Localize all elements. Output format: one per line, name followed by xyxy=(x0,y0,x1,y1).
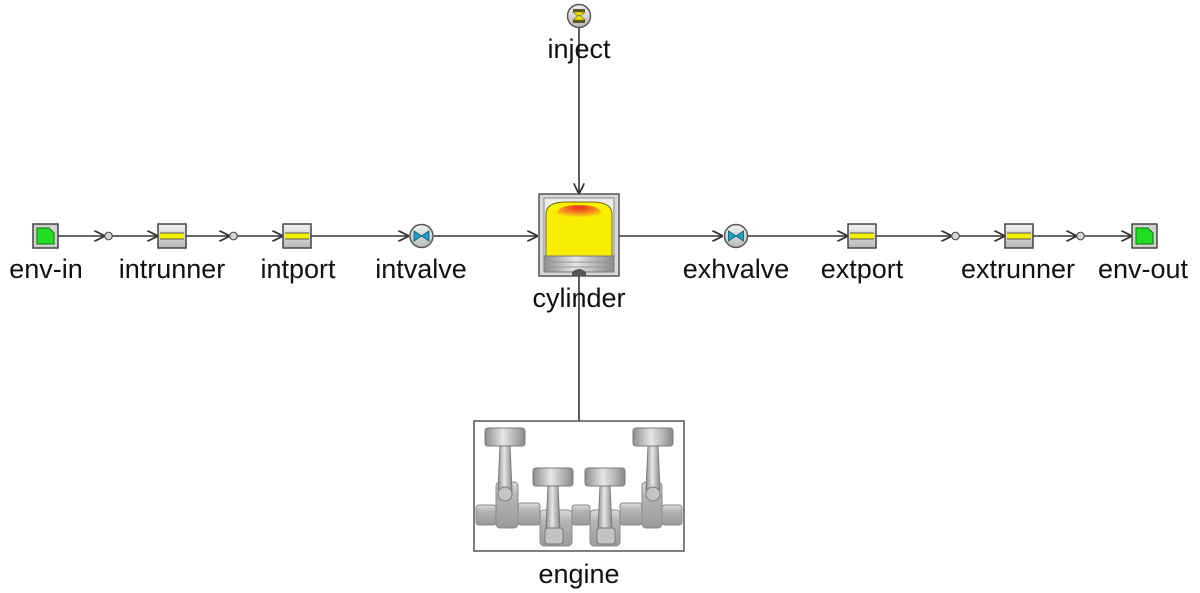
node-exhvalve[interactable]: exhvalve xyxy=(683,223,790,285)
connections xyxy=(58,28,1132,421)
node-label: env-in xyxy=(9,254,83,284)
cylinder-icon xyxy=(538,193,620,277)
junctions xyxy=(104,231,1085,241)
node-label: inject xyxy=(547,34,611,64)
pipe-icon xyxy=(157,223,187,249)
node-label: cylinder xyxy=(532,283,625,313)
node-extport[interactable]: extport xyxy=(821,223,904,284)
node-inject[interactable]: inject xyxy=(547,3,611,65)
node-extrunner[interactable]: extrunner xyxy=(961,223,1075,284)
environment-icon xyxy=(1131,223,1158,249)
node-intrunner[interactable]: intrunner xyxy=(119,223,226,284)
node-env-out[interactable]: env-out xyxy=(1098,223,1189,284)
junction-dot xyxy=(1076,231,1085,241)
pipe-icon xyxy=(282,223,312,249)
node-intvalve[interactable]: intvalve xyxy=(375,223,467,285)
engine-crank-icon xyxy=(473,420,685,552)
node-label: intport xyxy=(260,254,336,284)
node-label: extrunner xyxy=(961,254,1075,284)
node-intport[interactable]: intport xyxy=(260,223,336,284)
node-label: engine xyxy=(538,559,619,589)
valve-icon xyxy=(409,223,434,249)
node-cylinder[interactable]: cylinder xyxy=(532,193,626,313)
pipe-icon xyxy=(1004,223,1034,249)
junction-dot xyxy=(951,231,960,241)
node-label: exhvalve xyxy=(683,254,790,284)
environment-icon xyxy=(32,223,59,249)
node-engine[interactable]: engine xyxy=(473,420,685,589)
node-label: intrunner xyxy=(119,254,226,284)
pipe-icon xyxy=(847,223,877,249)
junction-dot xyxy=(104,231,113,241)
injector-icon xyxy=(566,3,592,29)
junction-dot xyxy=(229,231,238,241)
node-label: intvalve xyxy=(375,254,467,284)
node-label: extport xyxy=(821,254,904,284)
node-label: env-out xyxy=(1098,254,1189,284)
valve-icon xyxy=(723,223,749,249)
node-env-in[interactable]: env-in xyxy=(9,223,83,284)
